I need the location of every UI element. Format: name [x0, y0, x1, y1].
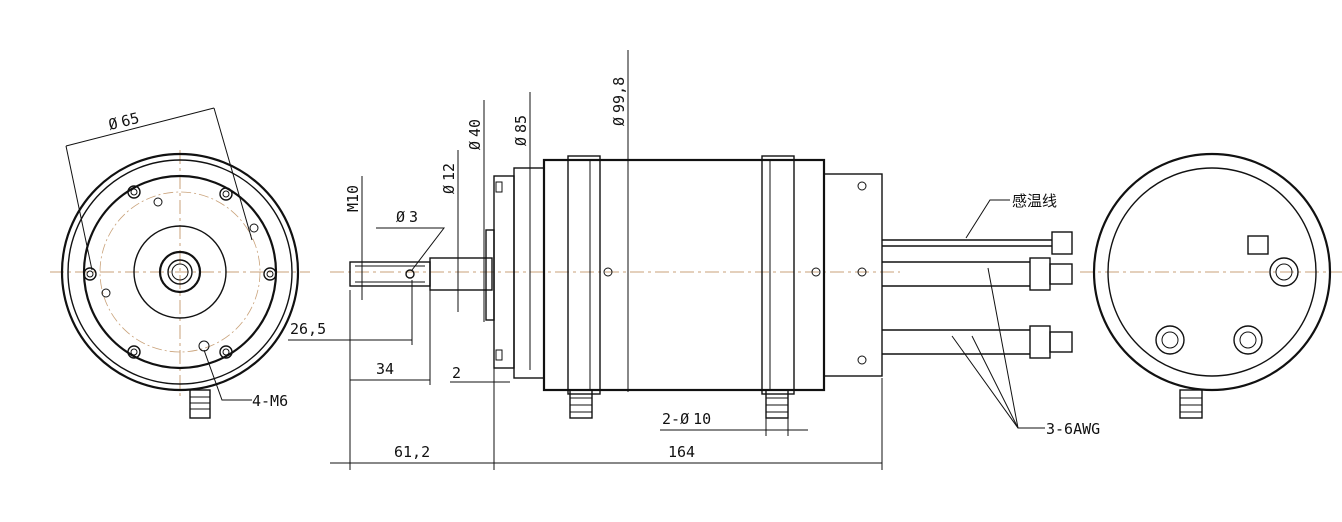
front-view: Ø65 4-M6: [50, 107, 310, 419]
dim-85-label: Ø85: [512, 115, 530, 146]
front-hose-fitting: [189, 389, 211, 419]
front-cap: [513, 167, 545, 379]
temp-wire-leader: [965, 199, 1010, 239]
shaft-body: [429, 257, 493, 291]
power-wire-label: 3-6AWG: [1046, 420, 1100, 438]
dim-26-5-label: 26,5: [290, 320, 326, 338]
dim-65-line: [65, 107, 215, 147]
dim-34-label: 34: [376, 360, 394, 378]
dim-99-8-label: Ø99,8: [610, 77, 628, 126]
front-outer-flange: [60, 152, 300, 392]
cooling-ring-2: [761, 155, 795, 395]
rear-hose-fitting: [1179, 389, 1203, 419]
dim-65-ext-right: [213, 107, 253, 241]
front-pitch-circle: [99, 191, 261, 353]
dim-65-ext-left: [65, 145, 93, 271]
dim-3-leader: [376, 227, 446, 271]
power-wire-leader-1: [987, 267, 1045, 429]
housing: [542, 158, 826, 392]
front-shaft-core: [171, 263, 189, 281]
rear-sensor-connector: [1247, 235, 1269, 255]
coolant-fittings: [569, 389, 789, 419]
rear-outer-circle: [1092, 152, 1332, 392]
rear-port-2: [1155, 325, 1185, 355]
front-boss-circle: [133, 225, 227, 319]
mount-holes-label: 4-M6: [252, 392, 288, 410]
mount-holes-leader: [203, 349, 252, 401]
cooling-ring-1: [567, 155, 601, 395]
cables: [882, 231, 1073, 359]
shaft-pin-hole: [405, 269, 415, 279]
front-shaft-outer: [158, 250, 202, 294]
dim-2-label: 2: [452, 364, 461, 382]
rear-port-1: [1269, 257, 1299, 287]
dim-40-label: Ø40: [466, 119, 484, 150]
front-outer-rim: [67, 159, 293, 385]
front-shaft-inner: [167, 259, 193, 285]
rear-inner-circle: [1107, 167, 1317, 377]
dim-65-label: Ø65: [107, 109, 142, 134]
dim-m10-label: M10: [344, 185, 362, 212]
rear-view: [1080, 152, 1342, 419]
front-mount-holes: [83, 185, 277, 359]
dim-61-2-label: 61,2: [394, 443, 430, 461]
front-plate: [485, 229, 495, 321]
dim-12-label: Ø12: [440, 163, 458, 194]
rear-cap: [823, 173, 883, 377]
dim-164-label: 164: [668, 443, 695, 461]
temp-wire-label: 感温线: [1012, 192, 1057, 210]
rear-port-3: [1233, 325, 1263, 355]
